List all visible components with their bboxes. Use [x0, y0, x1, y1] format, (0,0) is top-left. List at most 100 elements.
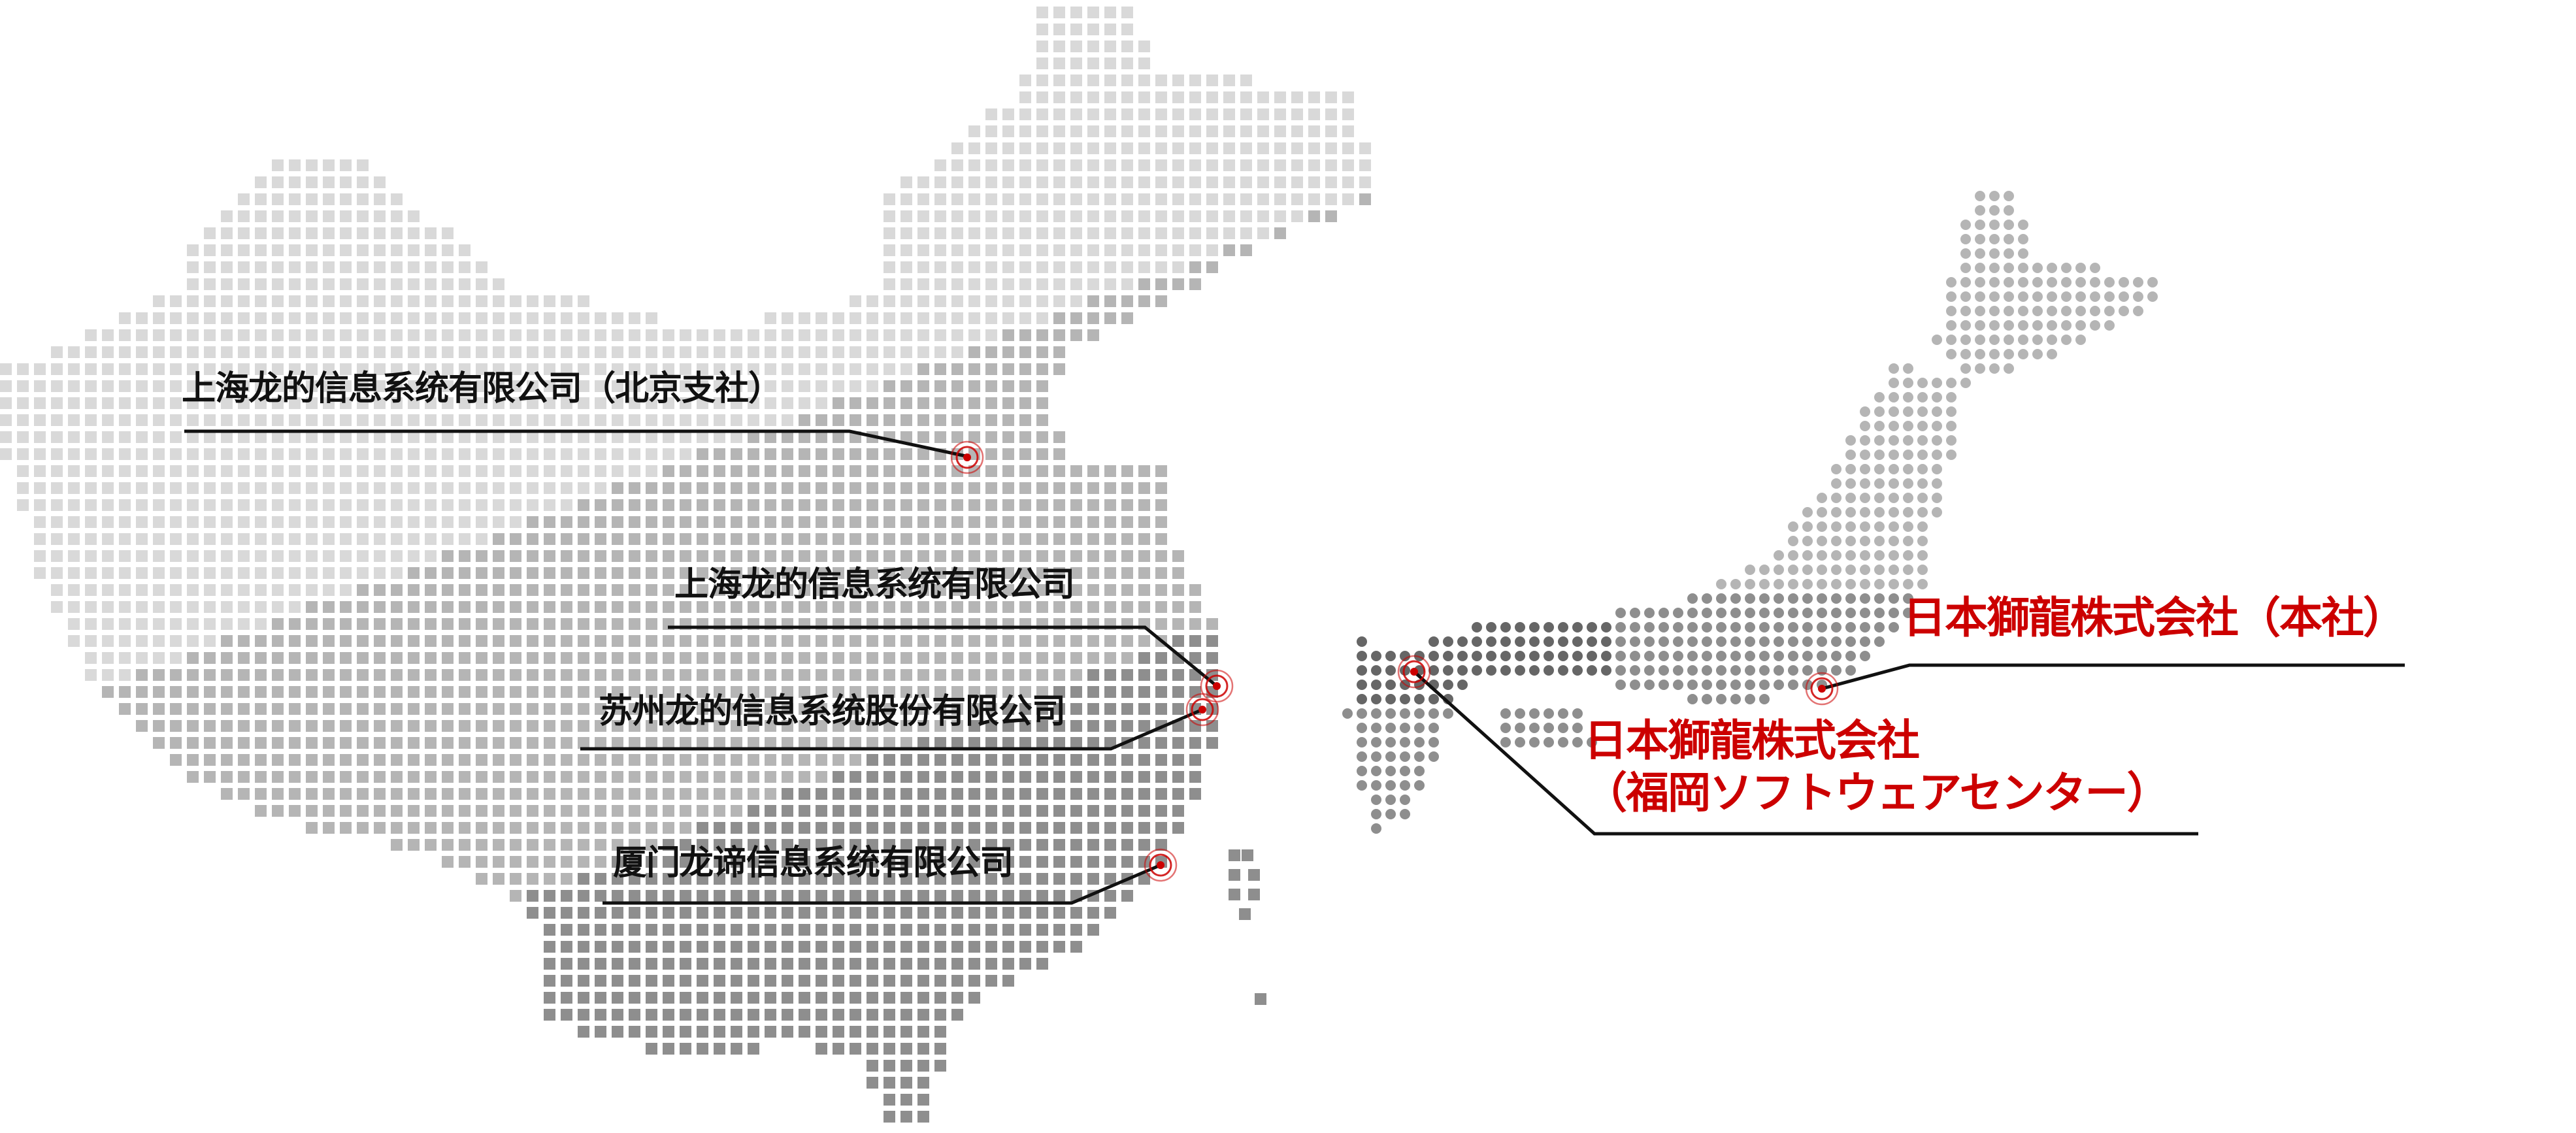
china-map-dot: [544, 550, 555, 562]
japan-map-dot: [1515, 737, 1525, 747]
china-map-dot: [917, 652, 929, 664]
china-map-dot: [1121, 601, 1133, 613]
china-map-dot: [1070, 210, 1082, 222]
china-map-dot: [646, 669, 657, 681]
china-map-dot: [340, 550, 352, 562]
china-map-dot: [1036, 584, 1048, 596]
china-map-dot: [1121, 567, 1133, 579]
china-map-dot: [1002, 227, 1014, 239]
china-map-dot: [187, 278, 199, 290]
china-map-dot: [493, 873, 504, 885]
china-map-dot: [934, 516, 946, 528]
china-map-dot: [917, 873, 929, 885]
china-map-dot: [1053, 601, 1065, 613]
china-map-dot: [306, 482, 318, 494]
china-map-dot: [697, 1043, 708, 1055]
japan-map-dot: [2032, 335, 2043, 345]
china-map-dot: [1291, 142, 1303, 154]
china-map-dot: [697, 397, 708, 409]
japan-map-dot: [1529, 723, 1540, 733]
china-map-dot: [306, 465, 318, 477]
china-map-dot: [187, 635, 199, 647]
china-map-dot: [1070, 312, 1082, 324]
japan-map-dot: [1529, 665, 1540, 676]
china-map-dot: [1172, 227, 1184, 239]
japan-map-dot: [1889, 363, 1899, 374]
china-map-dot: [595, 975, 606, 987]
china-map-dot: [595, 465, 606, 477]
china-map-dot: [934, 805, 946, 817]
china-map-dot: [255, 448, 267, 460]
china-map-dot: [680, 1043, 691, 1055]
china-map-dot: [1138, 193, 1150, 205]
china-map-dot: [867, 737, 878, 749]
china-map-dot: [917, 839, 929, 851]
china-map-dot: [323, 210, 335, 222]
china-map-dot: [34, 397, 46, 409]
japan-map-dot: [1845, 521, 1856, 532]
china-map-dot: [731, 1026, 742, 1038]
china-map-dot: [1121, 278, 1133, 290]
japan-map-dot: [1615, 651, 1626, 661]
china-map-dot: [900, 210, 912, 222]
china-map-dot: [867, 312, 878, 324]
china-map-dot: [748, 652, 759, 664]
china-map-dot: [153, 584, 165, 596]
china-map-dot: [1291, 159, 1303, 171]
china-map-dot: [900, 176, 912, 188]
china-map-dot: [340, 482, 352, 494]
japan-map-dot: [1802, 536, 1813, 546]
china-map-dot: [238, 669, 250, 681]
china-map-dot: [425, 278, 437, 290]
china-map-dot: [136, 397, 148, 409]
japan-map-dot: [1759, 651, 1770, 661]
china-map-dot: [629, 1026, 640, 1038]
china-map-dot: [1155, 601, 1167, 613]
china-map-dot: [357, 210, 369, 222]
china-map-dot: [833, 363, 844, 375]
china-map-dot: [646, 329, 657, 341]
china-map-dot: [883, 533, 895, 545]
china-map-dot: [646, 703, 657, 715]
china-map-dot: [204, 516, 216, 528]
china-map-dot: [867, 822, 878, 834]
china-map-dot: [1053, 278, 1065, 290]
china-map-dot: [255, 720, 267, 732]
china-map-dot: [951, 516, 963, 528]
china-map-dot: [1002, 873, 1014, 885]
china-map-dot: [221, 482, 233, 494]
china-map-dot: [663, 414, 674, 426]
japan-map-dot: [1702, 680, 1712, 690]
china-map-dot: [1189, 584, 1201, 596]
china-map-dot: [799, 635, 810, 647]
china-map-dot: [357, 686, 369, 698]
japan-map-dot: [1630, 651, 1640, 661]
china-map-dot: [1104, 788, 1116, 800]
japan-map-dot: [1946, 450, 1957, 460]
china-map-dot: [561, 448, 572, 460]
china-map-dot: [1155, 737, 1167, 749]
china-map-dot: [1036, 312, 1048, 324]
japan-map-dot: [2047, 306, 2057, 316]
japan-map-dot: [1759, 593, 1770, 604]
japan-map-dot: [1572, 737, 1583, 747]
japan-map-dot: [1400, 737, 1410, 747]
china-map-dot: [985, 244, 997, 256]
china-map-dot: [917, 397, 929, 409]
china-map-dot: [1121, 533, 1133, 545]
china-map-dot: [476, 601, 487, 613]
china-map-dot: [510, 873, 521, 885]
china-map-dot: [731, 363, 742, 375]
china-map-dot: [289, 618, 301, 630]
china-map-dot: [1155, 499, 1167, 511]
china-map-dot: [612, 414, 623, 426]
china-map-dot: [85, 635, 97, 647]
japan-map-dot: [1874, 507, 1885, 517]
japan-map-dot: [1702, 608, 1712, 618]
china-map-dot: [170, 346, 182, 358]
office-label-beijing: 上海龙的信息系统有限公司（北京支社）: [182, 369, 782, 408]
china-map-dot: [238, 601, 250, 613]
china-map-dot: [1274, 142, 1286, 154]
china-map-dot: [510, 516, 521, 528]
china-map-dot: [595, 805, 606, 817]
